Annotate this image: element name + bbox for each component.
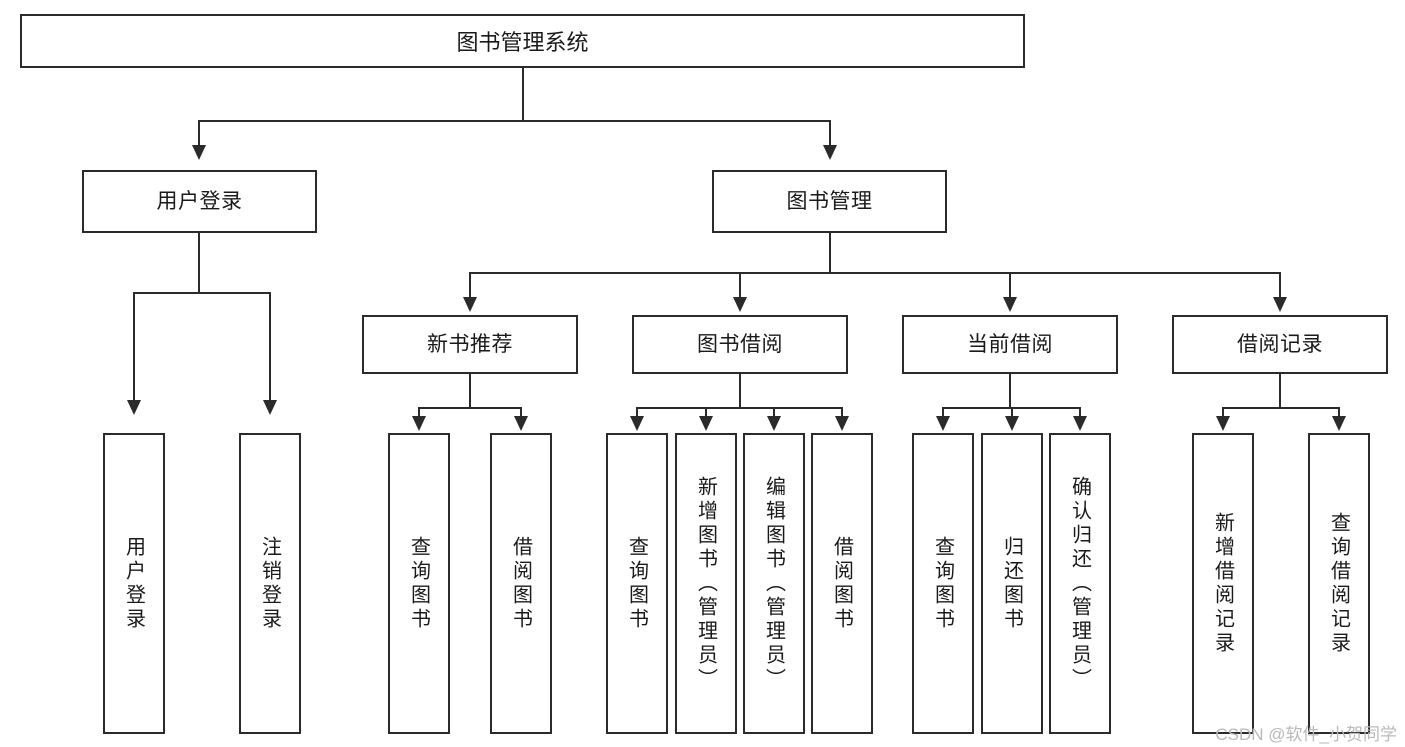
connector-bb-drop-3 bbox=[773, 407, 775, 419]
node-borrow-book-b[interactable]: 借阅图书 bbox=[811, 433, 873, 734]
node-label: 用户登录 bbox=[122, 535, 145, 632]
node-label: 新增借阅记录 bbox=[1211, 511, 1234, 656]
arrow-to-add-book bbox=[699, 416, 713, 431]
connector-bb-drop-4 bbox=[841, 407, 843, 419]
connector-user-login-drop-1 bbox=[133, 292, 135, 402]
arrow-to-user-login-leaf bbox=[127, 400, 141, 415]
watermark-text: CSDN @软件_小贺同学 bbox=[1215, 725, 1397, 744]
node-label: 新增图书（管理员） bbox=[694, 475, 717, 692]
node-book-borrow[interactable]: 图书借阅 bbox=[632, 315, 848, 374]
connector-book-management-stem bbox=[829, 233, 831, 273]
arrow-to-return-book bbox=[1005, 416, 1019, 431]
arrow-to-borrow-book-a bbox=[514, 416, 528, 431]
node-new-book-recommend[interactable]: 新书推荐 bbox=[362, 315, 578, 374]
node-label: 查询图书 bbox=[625, 535, 648, 632]
node-label: 当前借阅 bbox=[967, 332, 1053, 356]
arrow-to-new-book-recommend bbox=[463, 297, 477, 312]
node-label: 借阅图书 bbox=[509, 535, 532, 632]
connector-bb-bus bbox=[636, 407, 843, 409]
connector-bm-drop-new-book bbox=[469, 272, 471, 300]
node-label: 编辑图书（管理员） bbox=[762, 475, 785, 692]
connector-br-drop-2 bbox=[1338, 407, 1340, 419]
node-borrow-record[interactable]: 借阅记录 bbox=[1172, 315, 1388, 374]
connector-root-drop-user-login bbox=[198, 120, 200, 148]
connector-bm-drop-book-borrow bbox=[739, 272, 741, 300]
connector-root-drop-book-management bbox=[829, 120, 831, 148]
connector-cb-drop-2 bbox=[1011, 407, 1013, 419]
connector-bm-drop-borrow-record bbox=[1279, 272, 1281, 300]
connector-root-bus bbox=[198, 120, 831, 122]
connector-br-bus bbox=[1222, 407, 1340, 409]
node-label: 借阅记录 bbox=[1237, 332, 1323, 356]
arrow-to-query-book-a bbox=[412, 416, 426, 431]
arrow-to-current-borrow bbox=[1003, 297, 1017, 312]
node-return-book[interactable]: 归还图书 bbox=[981, 433, 1043, 734]
node-logout-leaf[interactable]: 注销登录 bbox=[239, 433, 301, 734]
node-label: 新书推荐 bbox=[427, 332, 513, 356]
node-label: 查询图书 bbox=[407, 535, 430, 632]
connector-user-login-stem bbox=[198, 233, 200, 293]
arrow-to-book-borrow bbox=[733, 297, 747, 312]
node-label: 图书管理系统 bbox=[456, 30, 589, 55]
arrow-to-query-borrow-record bbox=[1332, 416, 1346, 431]
node-user-login[interactable]: 用户登录 bbox=[82, 170, 317, 233]
node-label: 确认归还（管理员） bbox=[1068, 475, 1091, 692]
arrow-to-add-borrow-record bbox=[1216, 416, 1230, 431]
node-confirm-return[interactable]: 确认归还（管理员） bbox=[1049, 433, 1111, 734]
connector-nbr-stem bbox=[469, 374, 471, 408]
connector-nbr-bus bbox=[418, 407, 522, 409]
node-user-login-leaf[interactable]: 用户登录 bbox=[103, 433, 165, 734]
node-label: 用户登录 bbox=[156, 189, 243, 213]
connector-br-stem bbox=[1279, 374, 1281, 408]
node-query-borrow-record[interactable]: 查询借阅记录 bbox=[1308, 433, 1370, 734]
connector-user-login-drop-2 bbox=[269, 292, 271, 402]
connector-root-stem bbox=[522, 68, 524, 121]
arrow-to-book-management bbox=[823, 145, 837, 160]
arrow-to-confirm-return bbox=[1073, 416, 1087, 431]
node-label: 归还图书 bbox=[1000, 535, 1023, 632]
node-label: 查询图书 bbox=[931, 535, 954, 632]
connector-cb-drop-3 bbox=[1079, 407, 1081, 419]
arrow-to-query-book-c bbox=[936, 416, 950, 431]
node-label: 图书借阅 bbox=[697, 332, 783, 356]
node-query-book-b[interactable]: 查询图书 bbox=[606, 433, 668, 734]
connector-user-login-bus bbox=[133, 292, 270, 294]
connector-cb-stem bbox=[1009, 374, 1011, 408]
node-query-book-a[interactable]: 查询图书 bbox=[388, 433, 450, 734]
arrow-to-edit-book bbox=[767, 416, 781, 431]
connector-bb-drop-2 bbox=[705, 407, 707, 419]
connector-book-management-bus bbox=[469, 272, 1281, 274]
connector-bm-drop-current-borrow bbox=[1009, 272, 1011, 300]
node-current-borrow[interactable]: 当前借阅 bbox=[902, 315, 1118, 374]
node-add-borrow-record[interactable]: 新增借阅记录 bbox=[1192, 433, 1254, 734]
arrow-to-logout-leaf bbox=[263, 400, 277, 415]
node-label: 查询借阅记录 bbox=[1327, 511, 1350, 656]
node-label: 借阅图书 bbox=[830, 535, 853, 632]
node-book-management-system[interactable]: 图书管理系统 bbox=[20, 14, 1025, 68]
arrow-to-borrow-record bbox=[1273, 297, 1287, 312]
connector-bb-drop-1 bbox=[636, 407, 638, 419]
node-query-book-c[interactable]: 查询图书 bbox=[912, 433, 974, 734]
node-edit-book[interactable]: 编辑图书（管理员） bbox=[743, 433, 805, 734]
node-label: 图书管理 bbox=[786, 189, 873, 213]
connector-br-drop-1 bbox=[1222, 407, 1224, 419]
node-book-management[interactable]: 图书管理 bbox=[712, 170, 947, 233]
connector-nbr-drop-2 bbox=[520, 407, 522, 419]
connector-bb-stem bbox=[739, 374, 741, 408]
connector-nbr-drop-1 bbox=[418, 407, 420, 419]
arrow-to-borrow-book-b bbox=[835, 416, 849, 431]
node-add-book[interactable]: 新增图书（管理员） bbox=[675, 433, 737, 734]
connector-cb-drop-1 bbox=[942, 407, 944, 419]
node-borrow-book-a[interactable]: 借阅图书 bbox=[490, 433, 552, 734]
arrow-to-user-login bbox=[192, 145, 206, 160]
arrow-to-query-book-b bbox=[630, 416, 644, 431]
node-label: 注销登录 bbox=[258, 535, 281, 632]
